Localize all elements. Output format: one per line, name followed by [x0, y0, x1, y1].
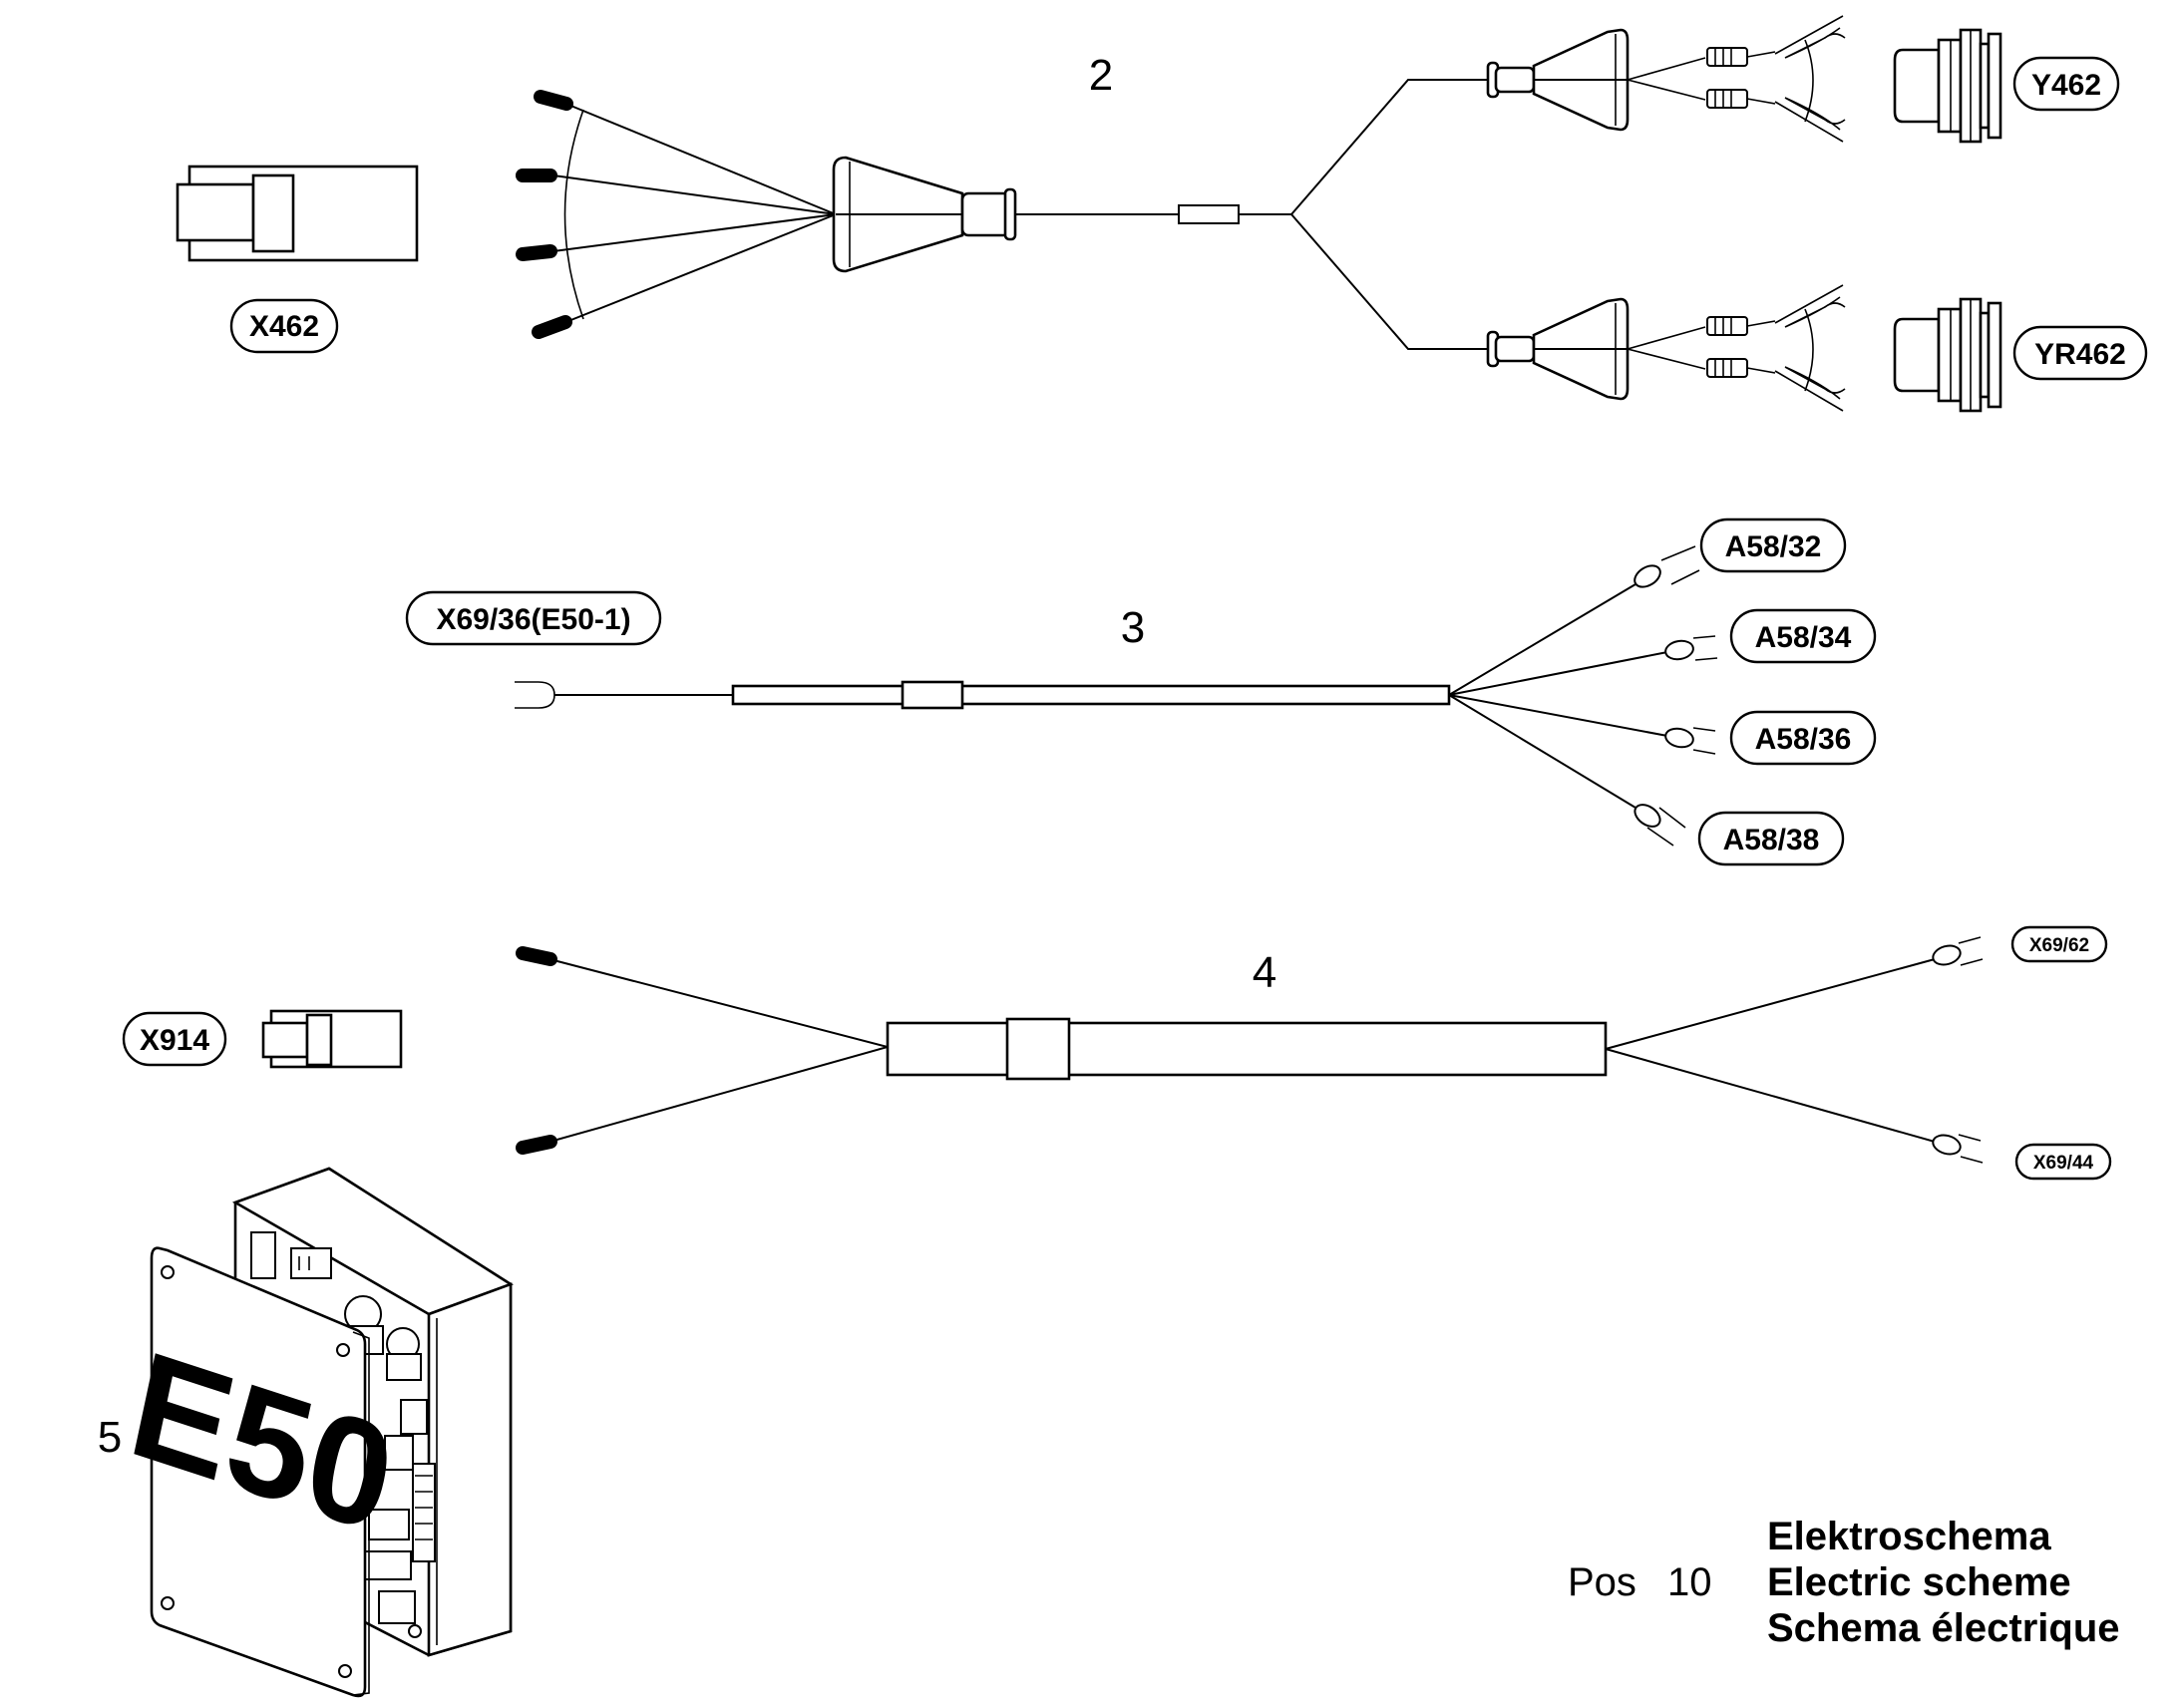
x69-44-label-text: X69/44	[2033, 1153, 2094, 1174]
part-2-boot	[832, 156, 1291, 273]
part-4-sleeve-band	[1005, 1017, 1071, 1081]
y462-label: Y462	[2012, 56, 2120, 112]
yr462-label-text: YR462	[2034, 338, 2126, 371]
a58-34-label-text: A58/34	[1755, 621, 1852, 654]
part-4-terminals	[1932, 936, 1984, 1164]
part-3-sleeve	[731, 684, 1451, 706]
part-2-upper-branch	[1486, 15, 1846, 143]
x462-label: X462	[229, 298, 339, 354]
title-block: Pos 10 Elektroschema Electric scheme Sch…	[1568, 1515, 2120, 1650]
x914-label-text: X914	[140, 1024, 209, 1057]
a58-32-label-text: A58/32	[1725, 530, 1822, 563]
position-5: 5	[98, 1413, 122, 1462]
part-2-left-wires	[516, 90, 837, 339]
part-4-sleeve	[886, 1021, 1608, 1077]
x69-62-label-text: X69/62	[2029, 935, 2089, 956]
part-2-lower-branch	[1486, 284, 1846, 412]
a58-34-label: A58/34	[1729, 608, 1877, 664]
a58-38-label: A58/38	[1697, 811, 1845, 866]
x462-connector	[176, 165, 419, 262]
x69-62-label: X69/62	[2010, 925, 2108, 963]
a58-36-label-text: A58/36	[1755, 723, 1852, 756]
pos-number: 10	[1667, 1560, 1712, 1604]
part-3-cable: X69/36(E50-1) A58/32 A58/34	[405, 517, 1877, 866]
a58-38-label-text: A58/38	[1723, 824, 1820, 856]
part-5-e50-box: 5	[98, 1167, 514, 1698]
part-2-split	[1290, 79, 1488, 350]
x69-44-label: X69/44	[2014, 1143, 2112, 1181]
e50-internals	[250, 1231, 436, 1638]
x914-connector	[261, 1009, 403, 1069]
x462-label-text: X462	[249, 310, 319, 343]
a58-36-label: A58/36	[1729, 710, 1877, 766]
y462-label-text: Y462	[2031, 69, 2101, 102]
title-french: Schema électrique	[1767, 1606, 2120, 1650]
part-2-harness: X462	[176, 15, 2148, 413]
x69-36-label: X69/36(E50-1)	[405, 590, 662, 646]
yr462-connector	[1893, 297, 2002, 413]
title-english: Electric scheme	[1767, 1560, 2071, 1604]
a58-32-label: A58/32	[1699, 517, 1847, 573]
x69-36-label-text: X69/36(E50-1)	[436, 603, 630, 636]
part-4-harness: X914 X69/62 X69/44 4	[122, 925, 2112, 1181]
title-german: Elektroschema	[1767, 1515, 2051, 1558]
yr462-label: YR462	[2012, 325, 2148, 381]
x914-label: X914	[122, 1011, 227, 1067]
position-4: 4	[1253, 948, 1276, 997]
y462-connector	[1893, 28, 2002, 144]
position-3: 3	[1121, 603, 1145, 652]
pos-label: Pos	[1568, 1560, 1636, 1604]
part-3-sleeve-band	[901, 680, 964, 710]
position-2: 2	[1089, 51, 1113, 100]
part-3-left-terminal	[515, 681, 555, 709]
part-3-terminals	[1634, 545, 1718, 847]
